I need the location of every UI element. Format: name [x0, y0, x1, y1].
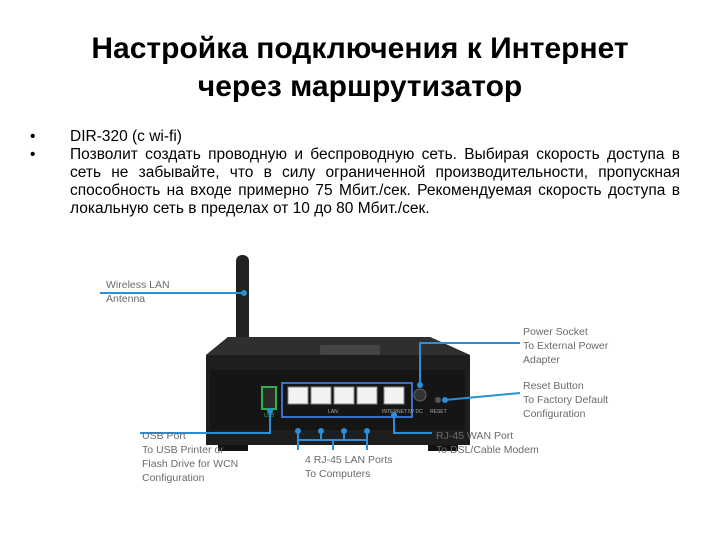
lan-port-1-icon [287, 386, 309, 405]
router-diagram: USB LAN INTERNET 5V DC RESET [0, 245, 720, 540]
callout-power: Power Socket To External Power Adapter [523, 326, 609, 366]
router-illustration: USB LAN INTERNET 5V DC RESET [100, 255, 521, 451]
panel-label-reset: RESET [430, 409, 447, 415]
callout-lan: 4 RJ-45 LAN Ports To Computers [305, 454, 393, 480]
wan-port-icon [383, 386, 405, 405]
bullet-list: • DIR-320 (с wi-fi) • Позволит создать п… [30, 128, 680, 218]
callout-reset: Reset Button To Factory Default Configur… [523, 380, 609, 420]
slide-title: Настройка подключения к Интернет через м… [40, 30, 680, 106]
bullet-glyph: • [30, 128, 36, 145]
panel-label-lan: LAN [328, 409, 338, 415]
panel-label-power: 5V DC [408, 409, 423, 415]
callout-line-power [419, 342, 520, 385]
bullet-item: • DIR-320 (с wi-fi) [30, 128, 680, 146]
lan-port-4-icon [356, 386, 378, 405]
title-line-1: Настройка подключения к Интернет [91, 32, 629, 65]
power-socket-icon [413, 388, 427, 402]
bullet-text: DIR-320 (с wi-fi) [70, 128, 182, 145]
usb-port-icon [261, 386, 277, 410]
callout-antenna: Wireless LAN Antenna [106, 279, 170, 305]
lan-port-2-icon [310, 386, 332, 405]
panel-label-wan: INTERNET [382, 409, 407, 415]
lan-port-3-icon [333, 386, 355, 405]
callout-line-usb [140, 411, 271, 434]
callout-line-reset [444, 392, 521, 401]
lan-panel [281, 382, 413, 418]
title-line-2: через маршрутизатор [197, 70, 523, 103]
bullet-item: • Позволит создать проводную и беспровод… [30, 146, 680, 218]
callout-wan: RJ-45 WAN Port To DSL/Cable Modem [436, 430, 539, 456]
reset-button-icon [435, 397, 441, 403]
callout-line-wan [393, 415, 432, 434]
callout-usb: USB Port To USB Printer or Flash Drive f… [142, 430, 239, 484]
bullet-glyph: • [30, 146, 36, 163]
bullet-text: Позволит создать проводную и беспроводну… [70, 146, 680, 217]
